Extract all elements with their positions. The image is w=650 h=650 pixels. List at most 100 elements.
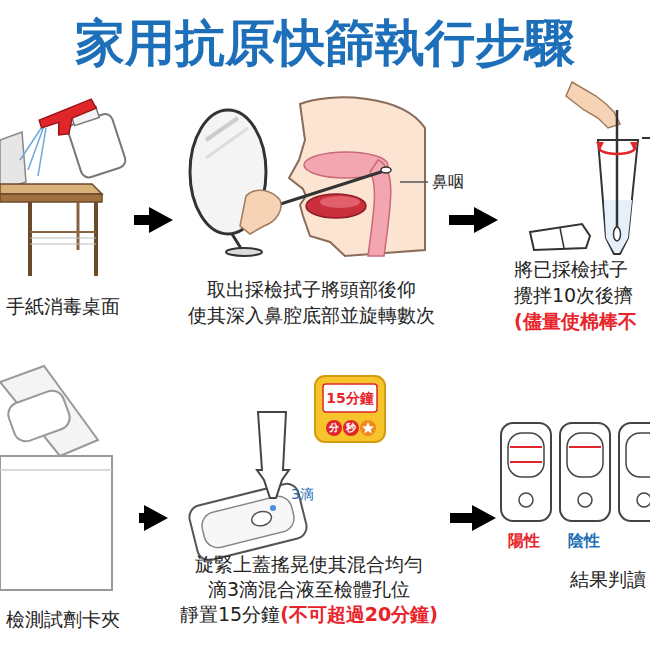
swab-scene-part — [306, 194, 366, 218]
step-caption: (儘量使棉棒不 — [514, 308, 646, 334]
caption-text: 手紙消毒桌面 — [6, 295, 120, 317]
result-cards-part — [510, 446, 542, 448]
result-cards-part — [560, 423, 610, 521]
disinfect-scene-part — [28, 126, 44, 170]
step-panel: 陽性 陰性結果判讀 — [498, 360, 650, 640]
test-cassette-part — [187, 481, 309, 562]
tube-scene-part — [566, 82, 620, 128]
disinfect-scene-part — [0, 132, 26, 190]
timer-part — [360, 420, 376, 436]
disinfect-scene-part — [30, 238, 96, 239]
arrow-shaft — [449, 215, 476, 225]
timer-part — [315, 376, 385, 442]
disinfect-scene-part — [0, 194, 102, 202]
swab-scene-part — [226, 248, 262, 256]
tube-scene-part — [596, 142, 604, 150]
diagram-title: 家用抗原快篩執行步驟 — [0, 12, 650, 74]
step-caption: 陽性 — [502, 530, 546, 552]
arrow-head — [144, 505, 168, 531]
disinfect-scene-part — [30, 244, 96, 245]
kit-package-part — [5, 387, 73, 444]
result-cards-part — [569, 446, 601, 448]
part-label: 鼻咽 — [432, 171, 472, 193]
swab-scene-part — [206, 118, 238, 140]
test-cassette — [187, 412, 309, 563]
caption-text: 檢測試劑卡夾 — [6, 608, 120, 630]
kit-package-part — [0, 366, 98, 456]
result-cards-part — [510, 461, 542, 463]
swab-scene-part — [400, 181, 428, 183]
caption-text: 將已採檢拭子 攪拌10次後擠 — [514, 258, 633, 306]
step-caption: 手紙消毒桌面 — [6, 293, 130, 319]
result-cards-part — [637, 493, 650, 507]
result-cards-part — [567, 433, 603, 477]
disinfect-scene-part — [38, 128, 46, 176]
disinfect-scene-part — [28, 202, 32, 276]
kit-package — [0, 366, 112, 590]
swab-scene-part — [268, 171, 384, 208]
timer-part — [343, 420, 359, 436]
kit-package-part — [0, 456, 112, 590]
step-arrow — [449, 207, 498, 233]
timer — [315, 376, 385, 442]
tube-scene-part — [599, 146, 635, 154]
step-caption: 結果判讀 — [570, 566, 650, 592]
test-cassette-part-part — [250, 509, 273, 527]
test-cassette-part-part — [187, 481, 309, 562]
warning-text: 陽性 — [508, 531, 540, 550]
result-cards-part — [578, 493, 592, 507]
swab-scene-part — [320, 196, 360, 208]
disinfect-scene-part — [94, 202, 98, 276]
tube-scene-part — [616, 110, 619, 232]
disinfect-scene-part — [30, 231, 96, 233]
step-caption: 檢測試劑卡夾 — [6, 606, 134, 632]
step-caption: 將已採檢拭子 攪拌10次後擠 — [514, 256, 646, 308]
step-panel: 檢測試劑卡夾 — [0, 360, 137, 640]
result-cards-part — [501, 423, 551, 521]
step-arrow — [450, 505, 496, 531]
disinfect-scene-part — [38, 95, 127, 187]
caption-text: 結果判讀 — [570, 568, 646, 590]
swab-scene — [190, 97, 428, 256]
timer-part — [362, 422, 374, 434]
drop-count: 3滴 — [291, 484, 325, 504]
step-caption: 旋緊上蓋搖晃使其混合均勻 滴3滴混合液至檢體孔位 靜置15分鐘(不可超過20分鐘… — [172, 552, 446, 627]
disinfect-scene-part-part — [38, 99, 101, 142]
step-arrow — [139, 505, 168, 531]
disinfect-scene-part — [20, 124, 44, 160]
step-panel: 將已採檢拭子 攪拌10次後擠 (儘量使棉棒不 — [500, 100, 650, 340]
warning-text: (儘量使棉棒不 — [514, 310, 637, 332]
test-cassette-part-part — [199, 493, 297, 550]
tube-scene-part — [642, 137, 650, 139]
step-panel: 手紙消毒桌面 — [0, 100, 132, 340]
disinfect-scene-part — [0, 184, 102, 194]
timer-part — [326, 420, 342, 436]
caption-text: 取出採檢拭子將頭部後仰 使其深入鼻腔底部並旋轉數次 — [188, 278, 435, 326]
arrow-head — [474, 207, 498, 233]
step-arrow — [134, 207, 173, 233]
tube-scene-part — [630, 142, 638, 150]
timer-display: 15分鐘 — [323, 388, 377, 408]
result-cards-part — [508, 433, 544, 477]
disinfect-scene — [0, 95, 127, 276]
result-cards — [501, 423, 650, 521]
caption-text: 陰性 — [568, 531, 600, 550]
result-cards-part — [619, 423, 650, 521]
tube-scene-part — [614, 227, 621, 241]
test-cassette-part — [257, 412, 289, 498]
arrow-shaft — [450, 513, 474, 523]
step-caption: 取出採檢拭子將頭部後仰 使其深入鼻腔底部並旋轉數次 — [179, 276, 443, 328]
swab-scene-part — [240, 190, 281, 234]
timer-button: 分 — [327, 421, 341, 435]
arrow-head — [472, 505, 496, 531]
disinfect-scene-part — [77, 202, 80, 250]
arrow-head — [149, 207, 173, 233]
step-panel: 取出採檢拭子將頭部後仰 使其深入鼻腔底部並旋轉數次 — [175, 100, 447, 340]
tube-scene — [530, 82, 650, 254]
test-cassette-part — [270, 505, 276, 511]
tube-scene-part — [560, 228, 564, 248]
result-cards-part — [626, 433, 650, 477]
tube-scene-part — [530, 224, 590, 250]
result-cards-part — [519, 493, 533, 507]
